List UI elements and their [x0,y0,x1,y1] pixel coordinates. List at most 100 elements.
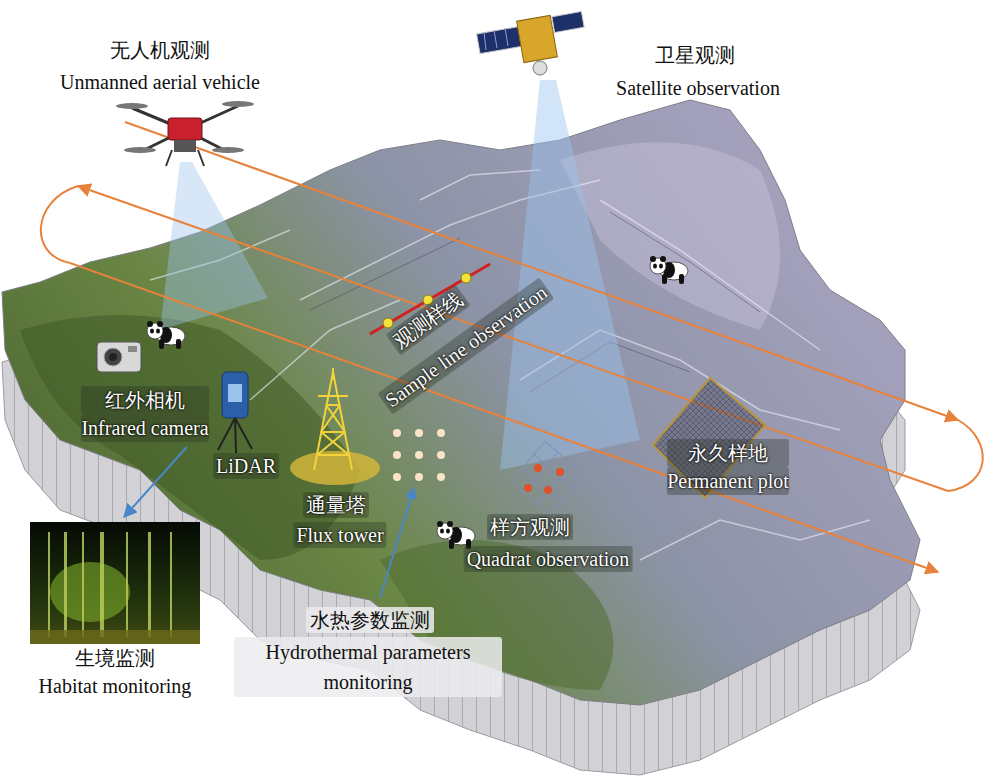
node-heading: 生境监测 [30,644,200,672]
node-text: Habitat monitoring [30,672,200,700]
uav-icon [116,101,254,166]
node-text: Infrared camera [81,414,208,442]
lidar-icon-part [235,418,252,449]
flux-tower-part-part [318,395,348,397]
node-text: Permanent plot [667,467,789,495]
label-text: 通量塔 [303,492,369,518]
sensor-grid-part [415,451,423,459]
sensor-grid-part [437,451,445,459]
quadrat-grid-part-part [522,468,562,501]
flux-tower-part-part [332,368,334,380]
camera-icon-part [109,353,117,361]
label-text: 卫星观测 [655,42,735,68]
photo-tree [82,532,84,637]
photo-tree [170,532,172,637]
satellite-icon [477,12,585,75]
mountain-ridge [150,170,870,560]
lidar-icon-part [228,384,242,402]
satellite-beam-part [500,80,640,470]
quadrat-grid-part [534,464,542,472]
sensor-grid-part [415,473,423,481]
photo-tree [48,532,50,637]
camera-icon [97,342,141,372]
label-text: Quadrat observation [464,546,633,572]
satellite-icon-part [484,28,508,50]
quadrat-grid-part-part [538,464,571,504]
flux-tower-part-part [321,432,349,455]
flux-tower-part [314,368,352,470]
label-text: Hydrothermal parameters monitoring [234,637,502,697]
uav-icon-part [222,101,254,107]
flight-route-part [78,186,948,491]
mountain-shadow-part [610,212,760,312]
connector-arrow [124,447,187,517]
sensor-grid-part [415,429,423,437]
camera-icon-part [97,342,141,372]
flux-tower-part-part [321,405,340,432]
uav-icon-part [168,118,202,140]
photo-tree [100,532,104,637]
uav-icon-part [212,147,244,153]
sensor-grid-part [437,429,445,437]
quadrat-grid [511,441,584,514]
lidar-icon-part [235,418,236,453]
label-text: Flux tower [293,522,386,548]
satellite-beam [500,80,640,470]
flight-route [41,122,983,572]
flux-tower-part [290,451,380,485]
habitat-photo [30,522,200,644]
label-text: 无人机观测 [110,37,210,63]
lidar-icon-part [222,372,248,418]
satellite-icon-part [533,61,547,75]
flight-route-part [41,186,78,263]
flight-route-part [125,122,958,420]
photo-ground [30,522,200,644]
sample-line-part [383,318,393,328]
photo-canopy [50,562,130,622]
label-text: 样方观测 [487,514,573,540]
satellite-icon-part [552,12,584,33]
mountain-ridge-part [250,300,400,400]
sensor-grid-part [393,429,401,437]
panda-icon-part [147,321,185,349]
camera-node: 红外相机Infrared camera [75,384,214,444]
sample-line-part [461,273,471,283]
satellite-icon-part [517,15,558,62]
sensor-grid-part [393,451,401,459]
uav-icon-part [166,150,172,166]
label-text: Satellite observation [616,75,780,101]
flux-tower-part-part [321,431,345,433]
label-text: Unmanned aerial vehicle [60,69,260,95]
label-text: 水热参数监测 [306,607,434,633]
sensor-grid [393,429,445,481]
uav-icon-part [174,140,196,152]
panda-icon [147,256,688,549]
uav-icon-part [116,103,148,109]
terrain-block [2,100,920,775]
plot-node: 永久样地Permanent plot [661,437,795,497]
panda-icon-part [437,521,475,549]
lidar-icon [218,372,252,453]
mountain-ridge-part [640,520,870,560]
panda-icon-part [650,256,688,284]
flight-route-part [70,263,938,572]
quadrat-grid-part [556,468,564,476]
quadrat-grid-part-part [511,441,584,514]
photo-tree [64,532,67,637]
uav-icon-part [198,150,204,166]
habitat-photo-box: 生境监测Habitat monitoring [24,520,206,702]
sensor-grid-part [437,473,445,481]
quadrat-grid-part [524,484,532,492]
mountain-ridge-part [420,170,540,200]
flux-tower-part-part [326,405,345,432]
flux-tower-part-part [317,454,349,456]
node-heading: 红外相机 [81,386,208,414]
lidar-icon-part [218,418,235,450]
camera-icon-part [128,346,137,352]
satellite-icon-part [477,27,522,54]
camera-icon-part [104,348,122,366]
photo-tree [126,532,128,637]
flux-tower-part-part [317,432,345,455]
